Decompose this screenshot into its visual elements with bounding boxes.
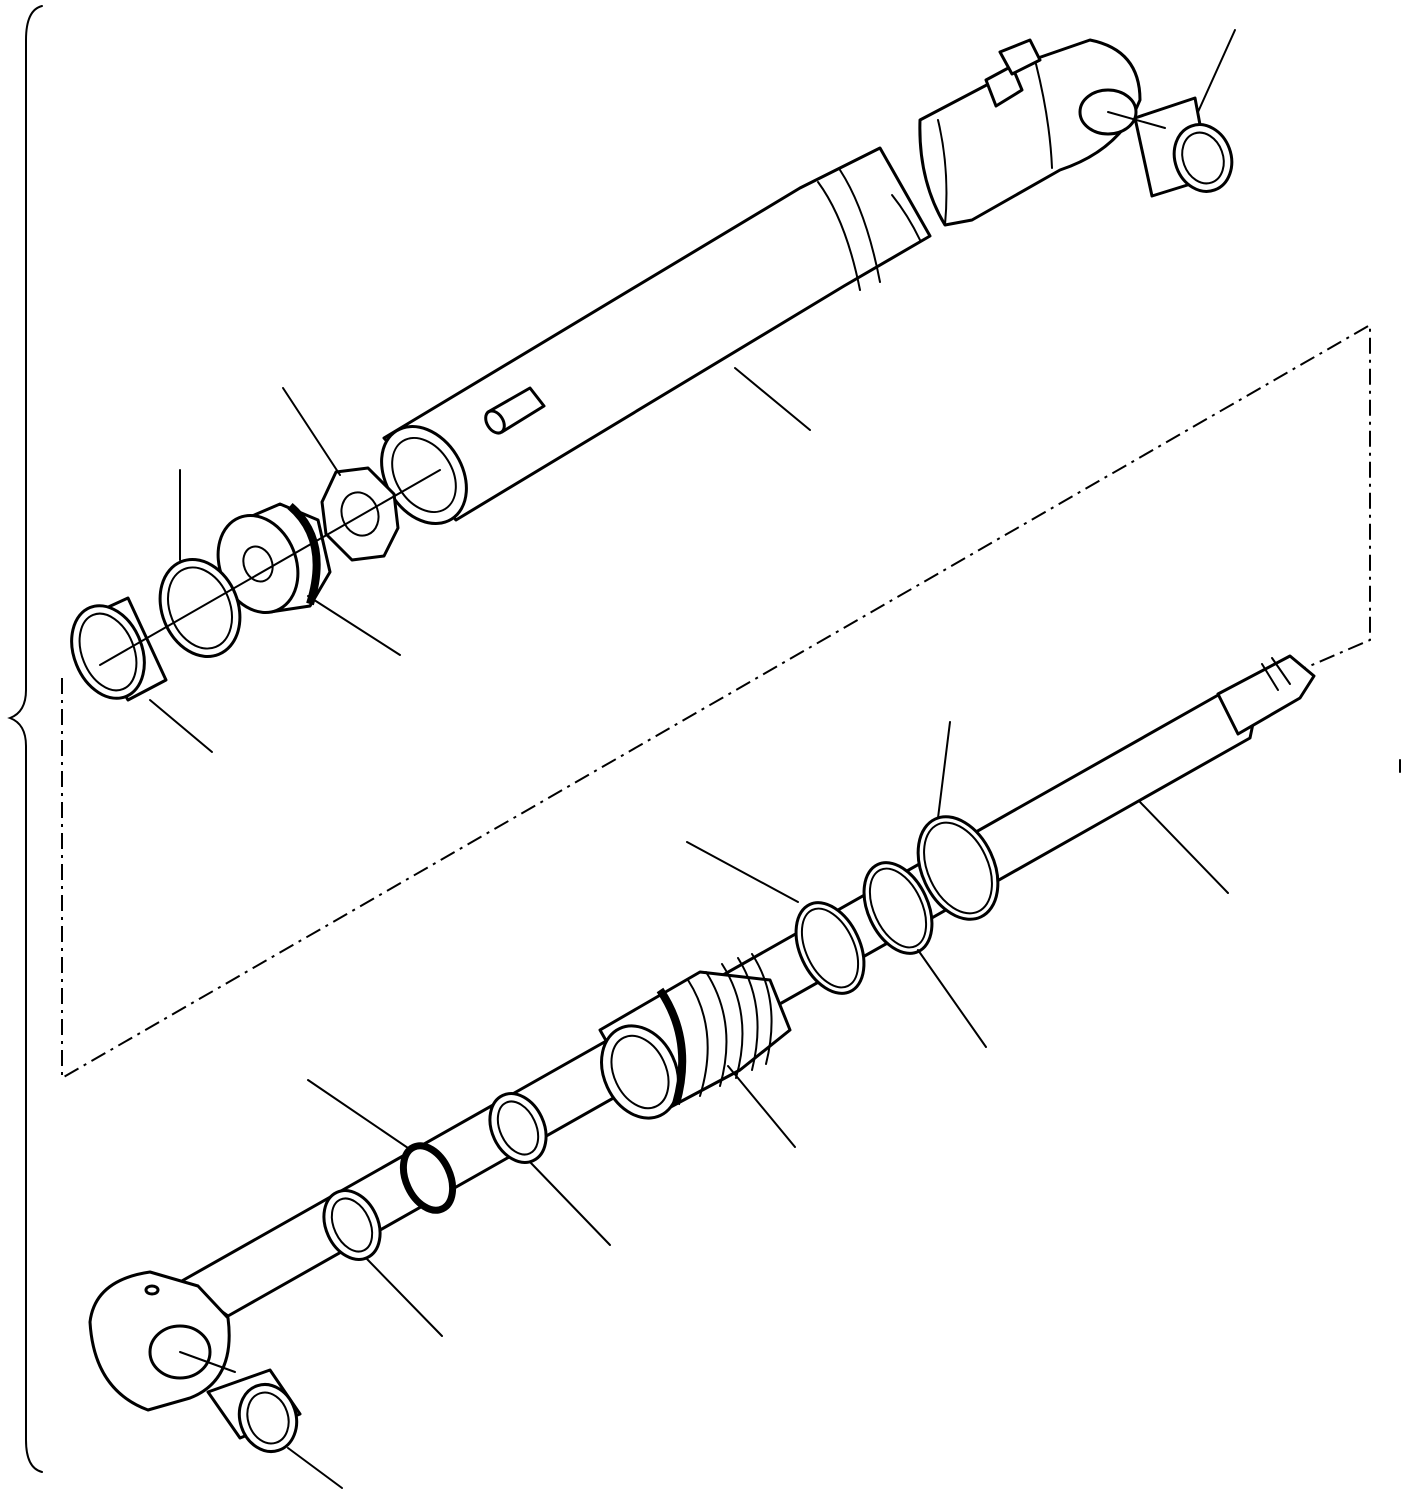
- leader-rod-oring-upper: [937, 721, 951, 819]
- rod-backup-ring: [862, 861, 934, 955]
- nut: [320, 466, 400, 562]
- leader-dust-seal: [365, 1257, 443, 1337]
- leader-bushing-top: [1197, 29, 1236, 113]
- leader-cylinder-tube: [734, 367, 811, 431]
- cylinder-bottom-clevis: [918, 38, 1142, 227]
- axis-piston: [99, 469, 441, 666]
- leader-rod-backup-ring: [686, 841, 799, 903]
- cylinder-head: [598, 953, 792, 1120]
- leader-rod-seal: [307, 1079, 409, 1149]
- cylinder-tube: [380, 146, 932, 525]
- leader-lines: [149, 29, 1401, 1489]
- leader-wear-ring: [149, 699, 213, 753]
- rod-bushing: [488, 1092, 548, 1164]
- rod-oring-upper: [916, 815, 1000, 921]
- axis-bottom-eye: [179, 1351, 236, 1373]
- piston: [216, 502, 332, 614]
- assembly-brace: [7, 5, 43, 1473]
- leader-piston: [307, 595, 401, 656]
- bushing-top: [1133, 96, 1234, 198]
- tube-grease-port: [484, 386, 546, 435]
- alignment-line: [61, 323, 1371, 1080]
- wear-ring: [70, 596, 168, 702]
- leader-rod-oring-lower: [917, 949, 987, 1048]
- leader-bushing-bottom: [287, 1447, 343, 1489]
- grease-fitting-icon: [984, 38, 1042, 108]
- dust-seal: [322, 1189, 382, 1261]
- rod-eye: [88, 1270, 231, 1412]
- rod-seal: [399, 1142, 457, 1214]
- leader-rod-bushing: [529, 1161, 611, 1246]
- leader-nut: [282, 387, 341, 476]
- leader-piston-rod: [1139, 801, 1229, 894]
- rod-oring-lower: [794, 901, 866, 995]
- leader-cylinder-head: [727, 1065, 796, 1148]
- axis-top-eye: [1107, 111, 1166, 129]
- bushing-bottom: [206, 1368, 302, 1453]
